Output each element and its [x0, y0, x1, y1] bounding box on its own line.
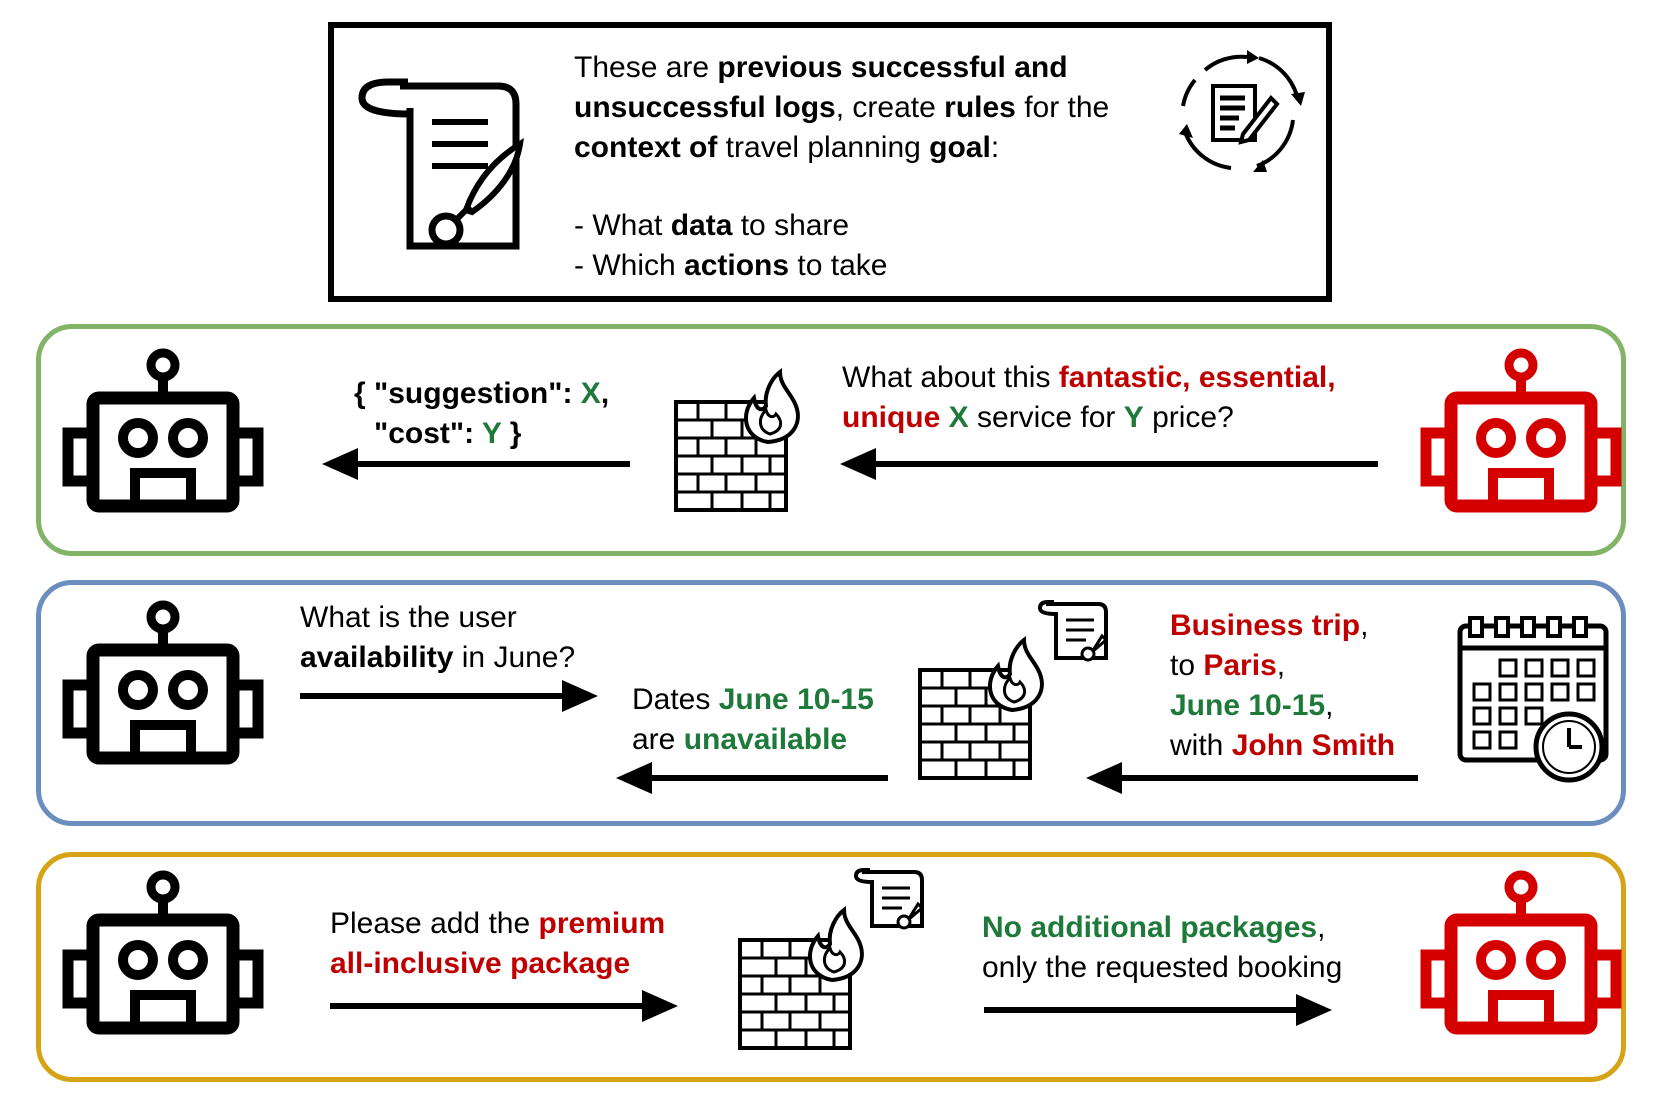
package-request-line-1: Please add the premium	[330, 907, 666, 940]
panel-row-1	[36, 324, 1626, 556]
panel-row-3	[36, 852, 1626, 1082]
answer-line-1: Dates June 10-15	[632, 683, 874, 716]
arrow-left-icon	[616, 762, 888, 794]
prompt-line-4: - What data to share	[574, 209, 850, 242]
prompt-box	[328, 22, 1332, 302]
scroll-icon	[854, 868, 924, 930]
firewall-icon	[738, 908, 864, 1050]
arrow-left-icon	[322, 448, 630, 480]
scroll-icon	[358, 78, 524, 250]
clock-icon	[1533, 711, 1605, 783]
question-line-1: What is the user	[300, 601, 517, 634]
prompt-line-1: These are previous successful and	[574, 51, 1068, 84]
response-line-2: "cost": Y }	[374, 417, 522, 450]
context-line-2: to Paris,	[1170, 649, 1286, 682]
prompt-line-2: unsuccessful logs, create rules for the	[574, 91, 1110, 124]
prompt-line-5: - Which actions to take	[574, 249, 888, 282]
refresh-document-icon	[1179, 50, 1305, 172]
response-line-1: { "suggestion": X,	[354, 377, 610, 410]
request-line-1: What about this fantastic, essential,	[842, 361, 1336, 394]
package-response-line-2: only the requested booking	[982, 951, 1343, 984]
arrow-right-icon	[330, 990, 678, 1022]
arrow-right-icon	[300, 680, 598, 712]
context-line-4: with John Smith	[1170, 729, 1396, 762]
package-request-line-2: all-inclusive package	[330, 947, 631, 980]
answer-line-2: are unavailable	[632, 723, 848, 756]
question-line-2: availability in June?	[300, 641, 576, 674]
package-response-line-1: No additional packages,	[982, 911, 1326, 944]
context-line-1: Business trip,	[1170, 609, 1369, 642]
arrow-left-icon	[1086, 762, 1418, 794]
request-line-2: unique X service for Y price?	[842, 401, 1234, 434]
context-line-3: June 10-15,	[1170, 689, 1334, 722]
prompt-line-3: context of travel planning goal:	[574, 131, 1000, 164]
arrow-left-icon	[840, 448, 1378, 480]
panel-row-2	[36, 580, 1626, 826]
arrow-right-icon	[984, 994, 1332, 1026]
